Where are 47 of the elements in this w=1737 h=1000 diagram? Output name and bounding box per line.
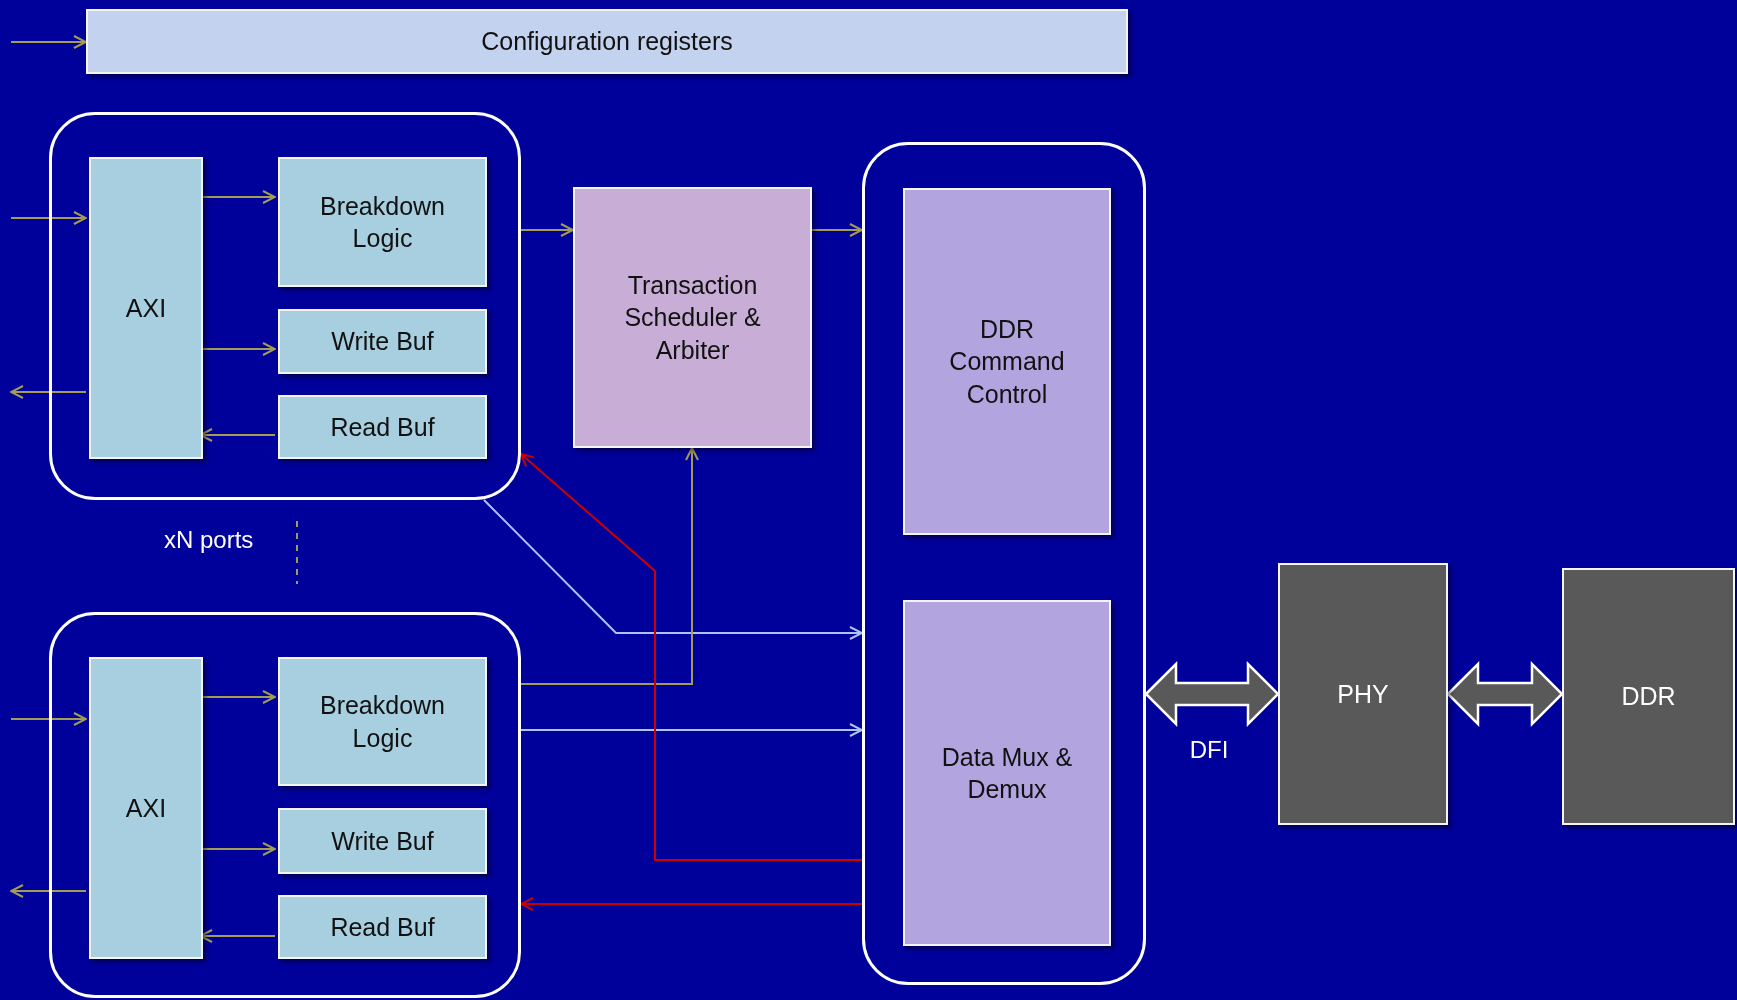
rounded-group-frame bbox=[862, 142, 1146, 985]
block-label: DDR bbox=[1621, 681, 1676, 713]
arrow bbox=[10, 385, 87, 399]
block-box bbox=[1278, 563, 1448, 825]
edge-label: DFI bbox=[1189, 736, 1229, 764]
double-arrow bbox=[1446, 661, 1564, 727]
block-box bbox=[89, 657, 203, 959]
double-arrow bbox=[1144, 661, 1280, 727]
block-box bbox=[573, 187, 812, 448]
block-box bbox=[89, 157, 203, 459]
block-label: AXI bbox=[125, 292, 167, 324]
arrow bbox=[520, 897, 863, 911]
block-label: Breakdown Logic bbox=[318, 690, 447, 754]
arrow bbox=[10, 211, 87, 225]
arrow bbox=[483, 499, 863, 640]
arrow bbox=[520, 723, 863, 737]
block-label: DDR Command Control bbox=[948, 313, 1066, 410]
arrow bbox=[10, 884, 87, 898]
arrow bbox=[811, 223, 863, 237]
rounded-group-frame bbox=[49, 612, 521, 998]
block-label: Read Buf bbox=[330, 911, 435, 943]
arrow bbox=[520, 447, 699, 685]
block-box bbox=[278, 808, 487, 874]
block-box bbox=[278, 157, 487, 287]
block-box bbox=[1562, 568, 1735, 825]
block-box bbox=[278, 309, 487, 374]
arrow bbox=[520, 223, 574, 237]
annotation-text: xN ports bbox=[164, 526, 254, 554]
block-box bbox=[278, 895, 487, 959]
block-label: Write Buf bbox=[331, 326, 434, 358]
block-label: AXI bbox=[125, 792, 167, 824]
block-box bbox=[903, 188, 1111, 535]
block-label: Write Buf bbox=[331, 825, 434, 857]
rounded-group-frame bbox=[49, 112, 521, 500]
block-box bbox=[86, 9, 1128, 74]
block-label: Data Mux & Demux bbox=[940, 741, 1074, 805]
block-box bbox=[278, 395, 487, 459]
block-box bbox=[278, 657, 487, 786]
block-label: Breakdown Logic bbox=[318, 190, 447, 254]
block-box bbox=[903, 600, 1111, 946]
arrow bbox=[10, 712, 87, 726]
block-label: PHY bbox=[1337, 678, 1389, 710]
block-label: Read Buf bbox=[330, 411, 435, 443]
arrow bbox=[10, 35, 87, 49]
block-label: Transaction Scheduler & Arbiter bbox=[623, 269, 762, 366]
arrow bbox=[520, 453, 863, 861]
block-label: Configuration registers bbox=[481, 26, 733, 58]
